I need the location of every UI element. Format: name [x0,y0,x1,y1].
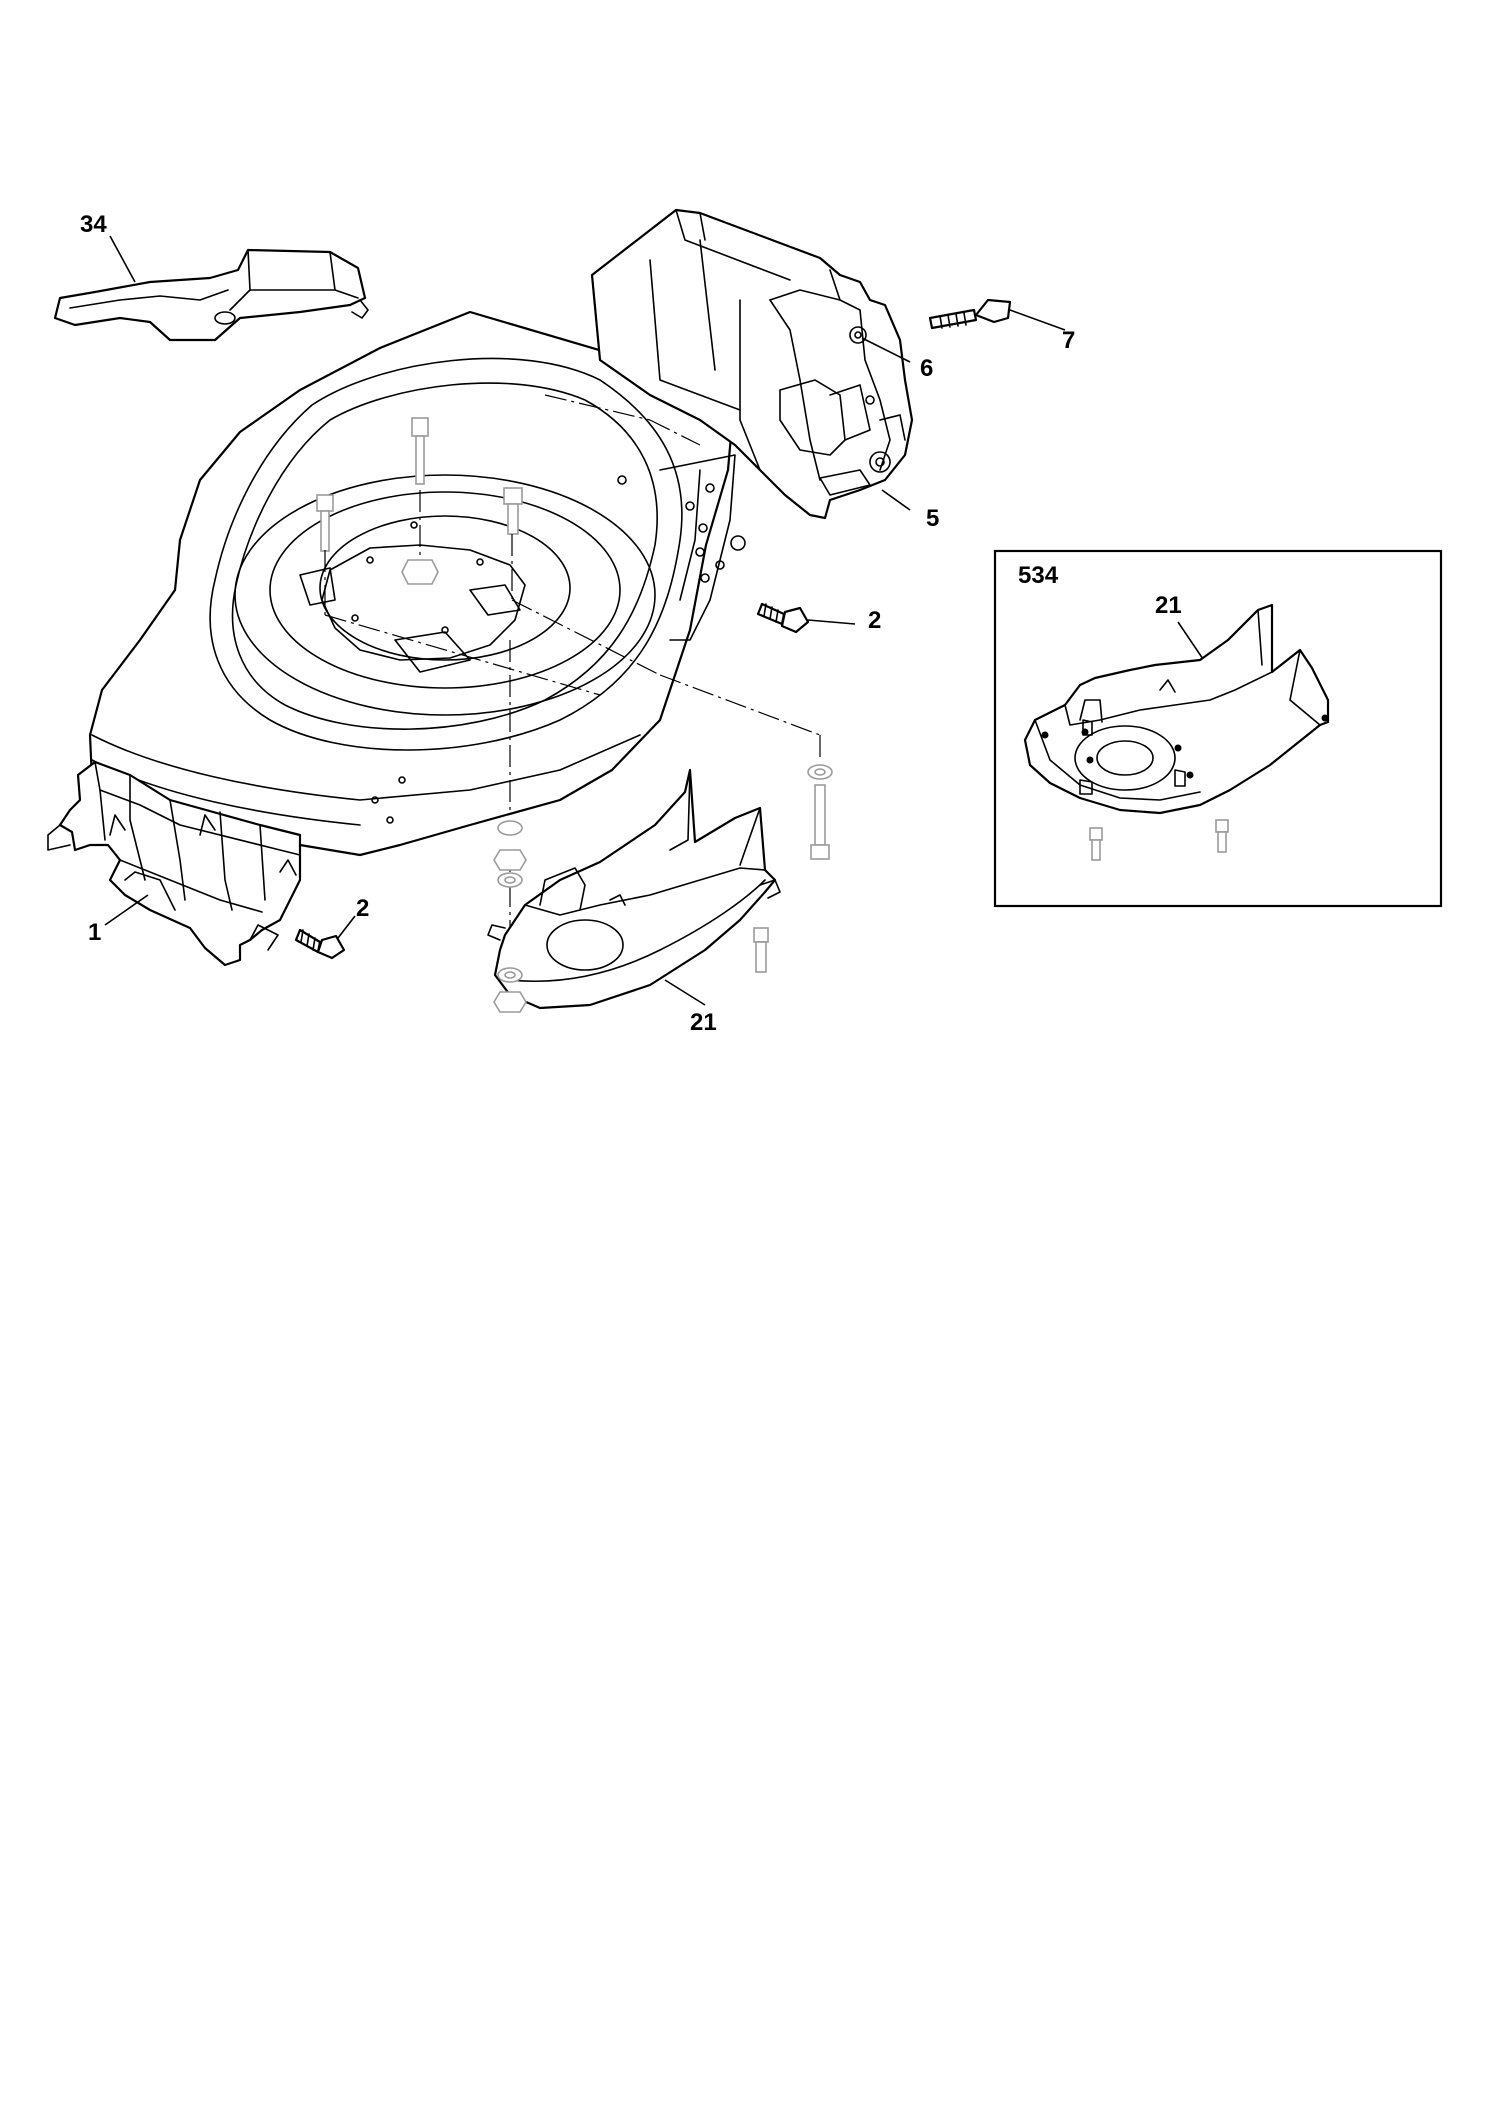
leader-lines [104,235,1066,1006]
callout-7: 7 [1062,327,1075,354]
part-7-screw [928,298,1012,330]
inset-variant-code: 534 [1018,562,1059,589]
callout-21-main: 21 [690,1009,717,1036]
callout-2-left: 2 [356,895,369,922]
inset-part-21-deflector [1023,603,1330,815]
part-2-screw-right [756,602,810,634]
callout-6: 6 [920,355,933,382]
inset-screws [1089,819,1229,861]
part-5-rear-housing [590,208,914,520]
callout-1: 1 [88,919,101,946]
part-34-cover [53,248,369,342]
callout-labels: 34 7 6 5 2 2 1 21 [80,211,1075,1036]
part-2-screw-left [294,928,346,960]
deck-bolts [316,417,523,585]
callout-2-right: 2 [868,607,881,634]
callout-34: 34 [80,211,107,238]
callout-5: 5 [926,505,939,532]
inset-callout-21: 21 [1155,592,1182,619]
part-1-front-grille [47,760,302,967]
ghost-fasteners [493,764,833,1013]
variant-inset: 534 21 [993,549,1443,908]
